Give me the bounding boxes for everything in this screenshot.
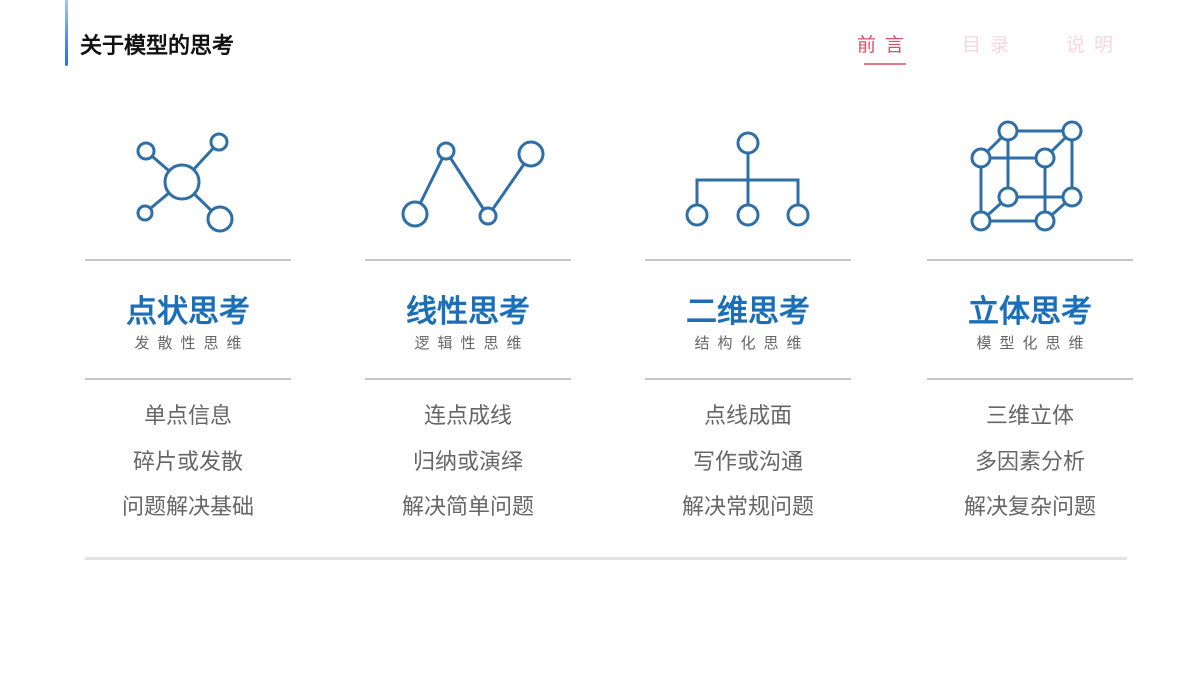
top-nav: 前言 目录 说明: [850, 30, 1140, 65]
column-title: 点状思考: [126, 294, 250, 330]
nav-tab-notes[interactable]: 说明: [1066, 34, 1123, 56]
divider: [85, 259, 291, 261]
description-line: 归纳或演绎: [412, 449, 523, 475]
divider: [645, 259, 851, 261]
description-line: 三维立体: [985, 404, 1074, 429]
nav-tab-preface[interactable]: 前言: [857, 30, 913, 65]
description-line: 问题解决基础: [121, 495, 254, 520]
description-line: 多因素分析: [974, 449, 1085, 475]
column-subtitle: 发散性思维: [134, 334, 250, 352]
footer-divider: [85, 557, 1127, 560]
column-description: 连点成线 归纳或演绎 解决简单问题: [365, 402, 571, 539]
point-network-icon: [85, 110, 291, 240]
column-description: 点线成面 写作或沟通 解决常规问题: [645, 402, 851, 539]
divider: [645, 378, 851, 380]
description-line: 解决简单问题: [401, 495, 534, 520]
description-line: 单点信息: [143, 404, 232, 429]
tree-hierarchy-icon: [645, 110, 851, 240]
description-line: 写作或沟通: [692, 449, 803, 475]
nav-tab-contents[interactable]: 目录: [962, 34, 1019, 56]
page-title: 关于模型的思考: [80, 34, 235, 59]
divider: [365, 378, 571, 380]
divider: [85, 378, 291, 380]
column-title: 线性思考: [406, 294, 530, 330]
column-title: 二维思考: [686, 294, 810, 330]
description-line: 解决复杂问题: [963, 495, 1096, 520]
column-title: 立体思考: [968, 294, 1092, 330]
description-line: 解决常规问题: [681, 495, 814, 520]
title-accent-bar: [65, 0, 68, 66]
line-zigzag-icon: [365, 110, 571, 240]
column-description: 单点信息 碎片或发散 问题解决基础: [85, 402, 291, 539]
description-line: 点线成面: [703, 404, 792, 429]
column-subtitle: 模型化思维: [976, 334, 1092, 352]
divider: [365, 259, 571, 261]
column-subtitle: 结构化思维: [694, 334, 810, 352]
description-line: 碎片或发散: [132, 449, 243, 475]
column-description: 三维立体 多因素分析 解决复杂问题: [927, 402, 1133, 539]
column-subtitle: 逻辑性思维: [414, 334, 530, 352]
divider: [927, 259, 1133, 261]
divider: [927, 378, 1133, 380]
description-line: 连点成线: [423, 404, 512, 429]
cube-3d-icon: [927, 110, 1133, 240]
